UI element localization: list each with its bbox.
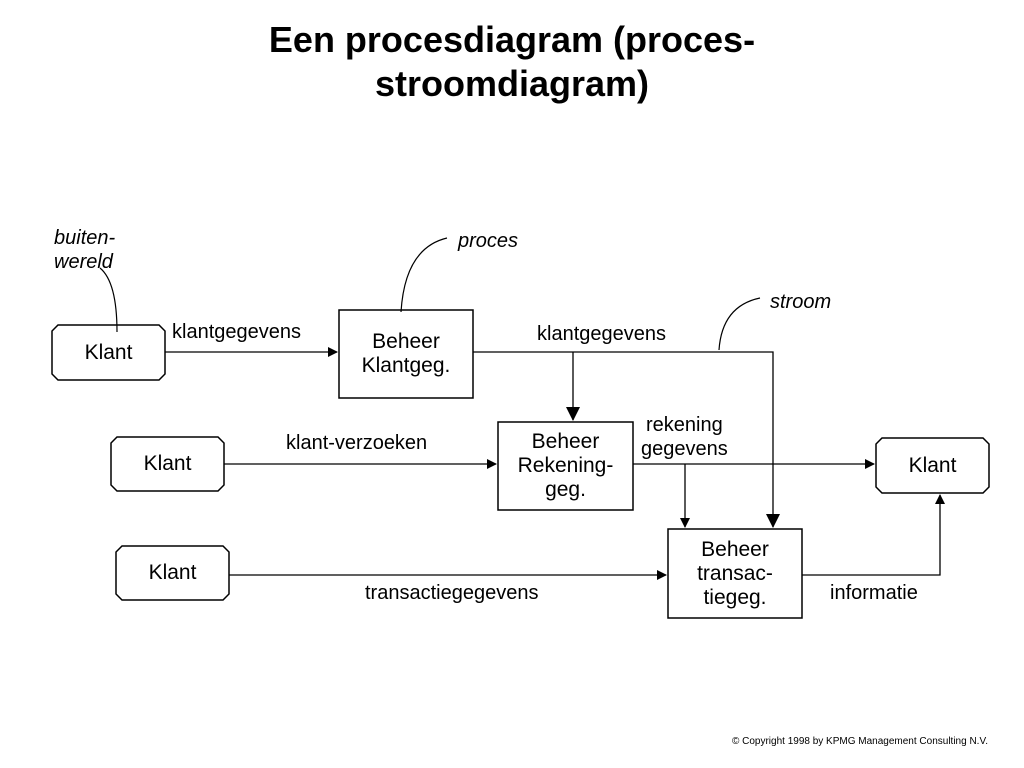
flow-informatie [802, 494, 945, 576]
process-klant-line-1: Beheer [372, 330, 440, 353]
process-rekening-line-3: geg. [545, 478, 586, 501]
entity-klant-2: Klant [143, 452, 192, 475]
entity-klant-2-shape [110, 436, 225, 492]
flow-label-transactiegegevens: transactiegegevens [365, 582, 539, 604]
entity-klant-out: Klant [908, 453, 957, 477]
process-rekening-box [497, 421, 634, 511]
process-beheer-transactiegeg: Beheer transac- tiegeg. [668, 529, 802, 618]
title-line-2: stroomdiagram) [374, 63, 650, 104]
entity-klant-3-shape [115, 545, 230, 601]
process-beheer-rekeninggeg: Beheer Rekening- geg. [498, 422, 633, 510]
process-transactie-line-1: Beheer [701, 537, 769, 561]
entity-klant-1: Klant [84, 340, 133, 364]
process-beheer-klantgeg: Beheer Klantgeg. [339, 310, 473, 398]
process-transactie-box [667, 528, 803, 619]
title-line-1: Een procesdiagram (proces- [268, 19, 756, 60]
annotation-buitenwereld-line-2: wereld [54, 251, 113, 273]
flow-label-rekening-line-2: gegevens [641, 438, 728, 460]
flow-label-klantgegevens-in: klantgegevens [172, 321, 301, 343]
annotation-buitenwereld: buiten- wereld [54, 226, 115, 274]
process-klant-line-2: Klantgeg. [361, 354, 451, 377]
flow-label-klantgegevens-out: klantgegevens [537, 323, 666, 345]
entity-klant-3: Klant [148, 561, 197, 584]
flow-label-klant-verzoeken: klant-verzoeken [286, 432, 428, 454]
process-rekening-line-1: Beheer [531, 430, 600, 453]
annotation-proces: proces [458, 230, 519, 252]
process-rekening-line-2: Rekening- [517, 454, 614, 477]
flow-label-rekening-gegevens: rekening gegevens [641, 413, 728, 461]
process-transactie-line-2: transac- [697, 561, 773, 585]
annotation-buitenwereld-pointer [99, 267, 118, 333]
entity-klant-out-shape [875, 437, 990, 494]
page-title: Een procesdiagram (proces- stroomdiagram… [0, 18, 1024, 106]
process-transactie-line-3: tiegeg. [703, 585, 767, 609]
annotation-proces-pointer [400, 237, 448, 313]
flow-label-informatie: informatie [830, 582, 918, 604]
flow-label-rekening-line-1: rekening [646, 414, 723, 436]
annotation-buitenwereld-line-1: buiten- [54, 227, 116, 249]
entity-klant-1-shape [51, 324, 166, 381]
annotation-stroom-pointer [718, 297, 761, 351]
annotation-stroom: stroom [770, 291, 832, 313]
copyright-notice: © Copyright 1998 by KPMG Management Cons… [731, 736, 988, 747]
process-klant-box [338, 309, 474, 399]
